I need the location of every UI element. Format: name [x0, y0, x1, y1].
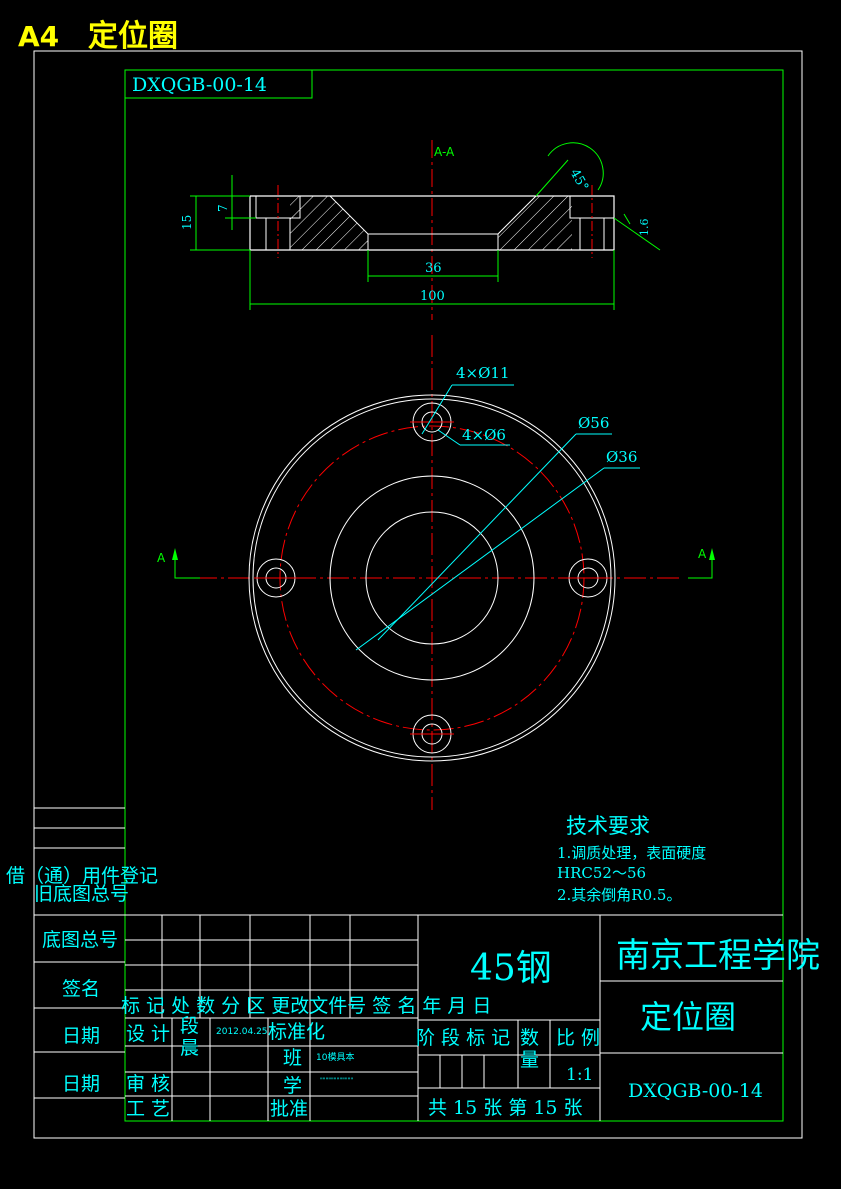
sheet-title: 定位圈 [88, 19, 178, 54]
side-date-2: 日期 [62, 1073, 100, 1095]
part-name: 定位圈 [640, 998, 736, 1036]
callout-holes-small: 4×Ø6 [462, 426, 506, 444]
mid-circle [329, 475, 535, 681]
roughness-value: 1.6 [638, 219, 651, 237]
tech-line-3: 2.其余倒角R0.5。 [557, 886, 681, 904]
section-mark-right: A [698, 547, 707, 561]
left-hatch [290, 196, 368, 250]
student-label: 学 [283, 1075, 302, 1097]
dim-outer: 100 [420, 289, 445, 304]
side-old-total: 旧底图总号 [34, 883, 129, 905]
sheet-count: 共 15 张 第 15 张 [428, 1097, 583, 1119]
tech-line-2: HRC52～56 [557, 864, 646, 882]
outer-circle [248, 394, 616, 762]
process-label: 工 艺 [126, 1098, 170, 1120]
dim-bore: 36 [425, 261, 442, 276]
side-sign: 签名 [62, 978, 100, 1000]
designer-label: 设 计 [126, 1023, 170, 1045]
section-mark-left: A [157, 551, 166, 565]
review-label: 审 核 [126, 1073, 170, 1095]
code-box-text: DXQGB-00-14 [132, 74, 267, 96]
dim-step: 7 [216, 204, 230, 212]
dim-angle: 45° [567, 167, 592, 194]
designer-name: 段晨 [180, 1015, 199, 1059]
scale-value: 1:1 [566, 1065, 593, 1085]
callout-dia-36: Ø36 [606, 448, 637, 466]
scale-label: 比 例 [556, 1027, 600, 1049]
side-panel [34, 807, 125, 1099]
section-view: A-A 15 7 36 100 [180, 140, 661, 320]
outer-frame [33, 50, 803, 1139]
callout-dia-56: Ø56 [578, 414, 609, 432]
plan-view: 4×Ø11 4×Ø6 Ø56 Ø36 A A [157, 335, 715, 810]
class-label: 班 [283, 1047, 302, 1069]
approve-label: 批准 [270, 1098, 308, 1120]
bore-circle [365, 511, 499, 645]
side-borrow: 借（通）用件登记 [6, 865, 158, 887]
title-block-grid [125, 914, 783, 1121]
sheet-size-label: A4 [18, 20, 59, 53]
drawing-number: DXQGB-00-14 [628, 1080, 763, 1102]
right-hatch [498, 196, 572, 250]
tech-line-1: 1.调质处理，表面硬度 [557, 844, 706, 862]
class-value: 10模具本 [316, 1051, 354, 1063]
design-date: 2012.04.25 [216, 1027, 268, 1037]
material: 45钢 [470, 948, 552, 989]
code-box [124, 69, 313, 99]
section-label: A-A [434, 145, 455, 159]
leader-dia-56 [377, 433, 577, 641]
dim-thickness: 15 [180, 215, 194, 230]
side-date-1: 日期 [62, 1025, 100, 1047]
callout-holes-large: 4×Ø11 [456, 364, 510, 382]
stage-label: 阶 段 标 记 [416, 1027, 510, 1049]
revision-row-labels: 标 记 处 数 分 区 更改文件号 签 名 年 月 日 [121, 995, 491, 1017]
weight-label: 数量 [520, 1027, 539, 1071]
leader-dia-36 [355, 467, 605, 651]
tech-title: 技术要求 [566, 814, 650, 838]
student-value: """""""""""" [320, 1077, 353, 1084]
side-total: 底图总号 [42, 929, 118, 951]
inner-frame [124, 69, 784, 1122]
school-name: 南京工程学院 [616, 936, 820, 976]
standardize-label: 标准化 [268, 1021, 325, 1043]
